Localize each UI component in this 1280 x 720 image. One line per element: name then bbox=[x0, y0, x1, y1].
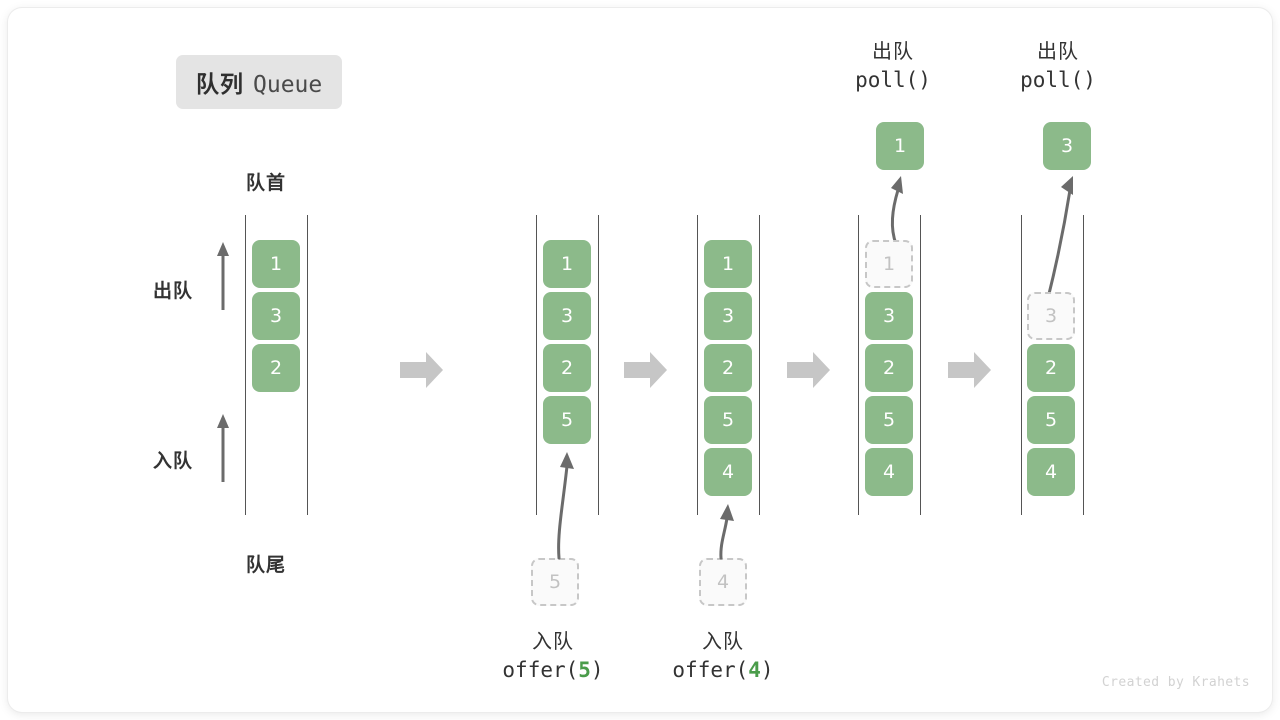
polled-cell: 1 bbox=[876, 122, 924, 170]
diagram-card: 队列 Queue 队首 队尾 出队 入队 1 3 2 1 3 2 5 5 入队 … bbox=[8, 8, 1272, 712]
queue-rail-right-3 bbox=[920, 215, 921, 515]
queue-rail-left-3 bbox=[858, 215, 859, 515]
step-arrow-icon bbox=[624, 350, 668, 390]
title-badge: 队列 Queue bbox=[176, 55, 343, 109]
queue-cell: 4 bbox=[1027, 448, 1075, 496]
incoming-ghost-cell: 5 bbox=[531, 558, 579, 606]
queue-cell: 5 bbox=[1027, 396, 1075, 444]
offer-4-pre: offer( bbox=[672, 658, 749, 683]
offer-5-call: offer(5) bbox=[468, 656, 638, 686]
queue-cell: 1 bbox=[704, 240, 752, 288]
queue-cell: 3 bbox=[543, 292, 591, 340]
diagram-stage: 队列 Queue 队首 队尾 出队 入队 1 3 2 1 3 2 5 5 入队 … bbox=[8, 8, 1272, 712]
enqueue-arrow-icon bbox=[213, 412, 233, 482]
poll-2-label: 出队 poll() bbox=[993, 38, 1123, 96]
polled-cell: 3 bbox=[1043, 122, 1091, 170]
step-arrow-icon bbox=[787, 350, 831, 390]
queue-cell: 2 bbox=[252, 344, 300, 392]
queue-cell: 1 bbox=[252, 240, 300, 288]
dequeue-curve-arrow-icon bbox=[1026, 170, 1086, 305]
queue-rail-left-2 bbox=[697, 215, 698, 515]
queue-rail-right-0 bbox=[307, 215, 308, 515]
queue-rail-left-4 bbox=[1021, 215, 1022, 515]
outgoing-ghost-cell: 3 bbox=[1027, 292, 1075, 340]
enqueue-curve-arrow-icon bbox=[543, 444, 583, 565]
queue-tail-label: 队尾 bbox=[246, 555, 287, 576]
queue-rail-right-1 bbox=[598, 215, 599, 515]
queue-rail-right-2 bbox=[759, 215, 760, 515]
poll-2-call: poll() bbox=[1020, 68, 1096, 93]
enqueue-curve-arrow-icon bbox=[708, 496, 744, 565]
offer-5-label: 入队 offer(5) bbox=[468, 628, 638, 686]
queue-head-label: 队首 bbox=[246, 173, 287, 194]
offer-4-call: offer(4) bbox=[638, 656, 808, 686]
offer-4-label: 入队 offer(4) bbox=[638, 628, 808, 686]
queue-cell: 2 bbox=[543, 344, 591, 392]
queue-cell: 2 bbox=[704, 344, 752, 392]
queue-cell-new: 5 bbox=[543, 396, 591, 444]
queue-cell-new: 4 bbox=[704, 448, 752, 496]
queue-cell: 4 bbox=[865, 448, 913, 496]
poll-1-cn: 出队 bbox=[872, 41, 914, 63]
queue-cell: 5 bbox=[704, 396, 752, 444]
offer-5-num: 5 bbox=[578, 658, 591, 683]
queue-rail-left-1 bbox=[536, 215, 537, 515]
queue-cell: 2 bbox=[865, 344, 913, 392]
outgoing-ghost-cell: 1 bbox=[865, 240, 913, 288]
offer-5-pre: offer( bbox=[502, 658, 579, 683]
queue-cell: 3 bbox=[252, 292, 300, 340]
queue-cell: 2 bbox=[1027, 344, 1075, 392]
poll-1-call: poll() bbox=[855, 68, 931, 93]
poll-1-label: 出队 poll() bbox=[828, 38, 958, 96]
watermark: Created by Krahets bbox=[1101, 675, 1250, 690]
title-cn: 队列 bbox=[196, 71, 244, 97]
offer-4-post: ) bbox=[760, 658, 774, 683]
queue-cell: 3 bbox=[865, 292, 913, 340]
offer-4-cn: 入队 bbox=[702, 631, 744, 653]
step-arrow-icon bbox=[948, 350, 992, 390]
offer-4-num: 4 bbox=[748, 658, 761, 683]
dequeue-curve-arrow-icon bbox=[864, 170, 914, 251]
title-en: Queue bbox=[253, 72, 323, 98]
queue-rail-right-4 bbox=[1083, 215, 1084, 515]
dequeue-arrow-icon bbox=[213, 240, 233, 310]
incoming-ghost-cell: 4 bbox=[699, 558, 747, 606]
offer-5-post: ) bbox=[590, 658, 604, 683]
enqueue-label: 入队 bbox=[153, 451, 194, 472]
step-arrow-icon bbox=[400, 350, 444, 390]
poll-2-cn: 出队 bbox=[1037, 41, 1079, 63]
queue-rail-left-0 bbox=[245, 215, 246, 515]
queue-cell: 1 bbox=[543, 240, 591, 288]
queue-cell: 3 bbox=[704, 292, 752, 340]
queue-cell: 5 bbox=[865, 396, 913, 444]
dequeue-label: 出队 bbox=[153, 281, 194, 302]
offer-5-cn: 入队 bbox=[532, 631, 574, 653]
